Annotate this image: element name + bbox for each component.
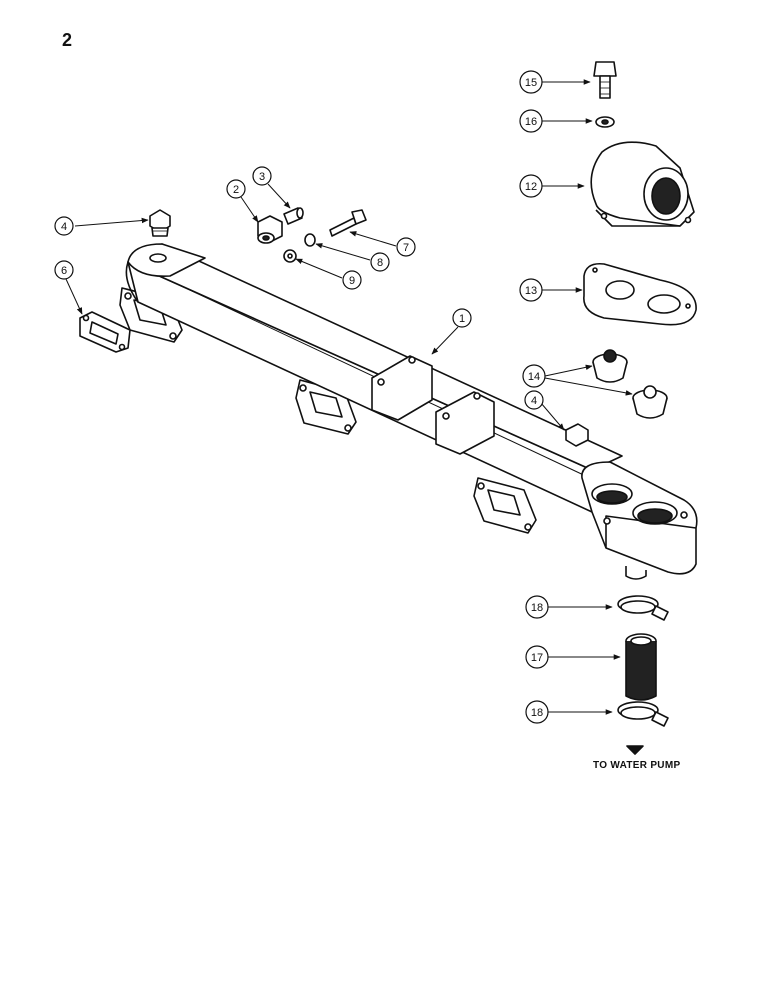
callout-9: 9 [342,270,362,290]
lockwasher-small [304,233,316,247]
svg-text:16: 16 [525,116,537,128]
callout-4-upper: 4 [54,216,74,236]
pipe-plug-upper [149,209,171,237]
callout-17: 17 [525,645,549,669]
leader-3 [267,183,291,209]
svg-text:4: 4 [531,395,537,407]
flat-washer [283,249,297,263]
callout-14: 14 [522,364,546,388]
hose-clamp-lower [617,701,669,727]
leader-4b [540,402,565,431]
water-hose [625,633,657,701]
lockwasher-large [595,116,615,128]
stud [283,207,304,225]
leader-14b [544,377,633,396]
callout-2: 2 [226,179,246,199]
svg-text:13: 13 [525,285,537,297]
water-manifold [119,243,698,580]
svg-text:18: 18 [531,602,543,614]
callout-4-lower: 4 [524,390,544,410]
callout-13: 13 [519,278,543,302]
callout-3: 3 [252,166,272,186]
callout-7: 7 [396,237,416,257]
gasket-small [79,311,131,353]
svg-text:14: 14 [528,371,540,383]
leader-6 [65,278,83,315]
svg-text:8: 8 [377,257,383,269]
svg-text:3: 3 [259,171,265,183]
page-number: 2 [62,30,73,50]
down-arrow-icon [626,745,644,755]
callout-6: 6 [54,260,74,280]
leader-9 [295,258,343,279]
manifold-outlet-housing [581,461,698,580]
leader-8 [315,243,371,261]
svg-text:6: 6 [61,265,67,277]
thermostat-upper [592,349,628,383]
manifold-foot-3 [473,477,537,534]
thermostat-gasket [583,262,697,326]
fitting [257,215,283,244]
leader-4a [74,217,149,227]
manifold-top-boss-1 [371,355,433,421]
capscrew-small [329,209,367,237]
svg-text:18: 18 [531,707,543,719]
pipe-plug-lower [565,423,589,447]
callout-18-upper: 18 [525,595,549,619]
leader-1 [431,326,459,355]
manifold-top-boss-2 [435,391,495,455]
callout-16: 16 [519,109,543,133]
thermostat-lower [632,385,668,419]
svg-text:17: 17 [531,652,543,664]
svg-text:1: 1 [459,313,465,325]
hose-clamp-upper [617,595,669,621]
leader-7 [349,231,397,247]
water-pump-label: TO WATER PUMP [593,760,681,771]
callout-12: 12 [519,174,543,198]
callout-1: 1 [452,308,472,328]
callout-8: 8 [370,252,390,272]
leader-2 [240,196,259,223]
callout-15: 15 [519,70,543,94]
leader-14a [544,364,593,377]
svg-text:2: 2 [233,184,239,196]
svg-text:4: 4 [61,221,67,233]
capscrew-large [593,61,617,99]
svg-text:15: 15 [525,77,537,89]
callout-18-lower: 18 [525,700,549,724]
thermostat-housing [590,141,695,227]
svg-text:9: 9 [349,275,355,287]
svg-text:12: 12 [525,181,537,193]
svg-text:7: 7 [403,242,409,254]
